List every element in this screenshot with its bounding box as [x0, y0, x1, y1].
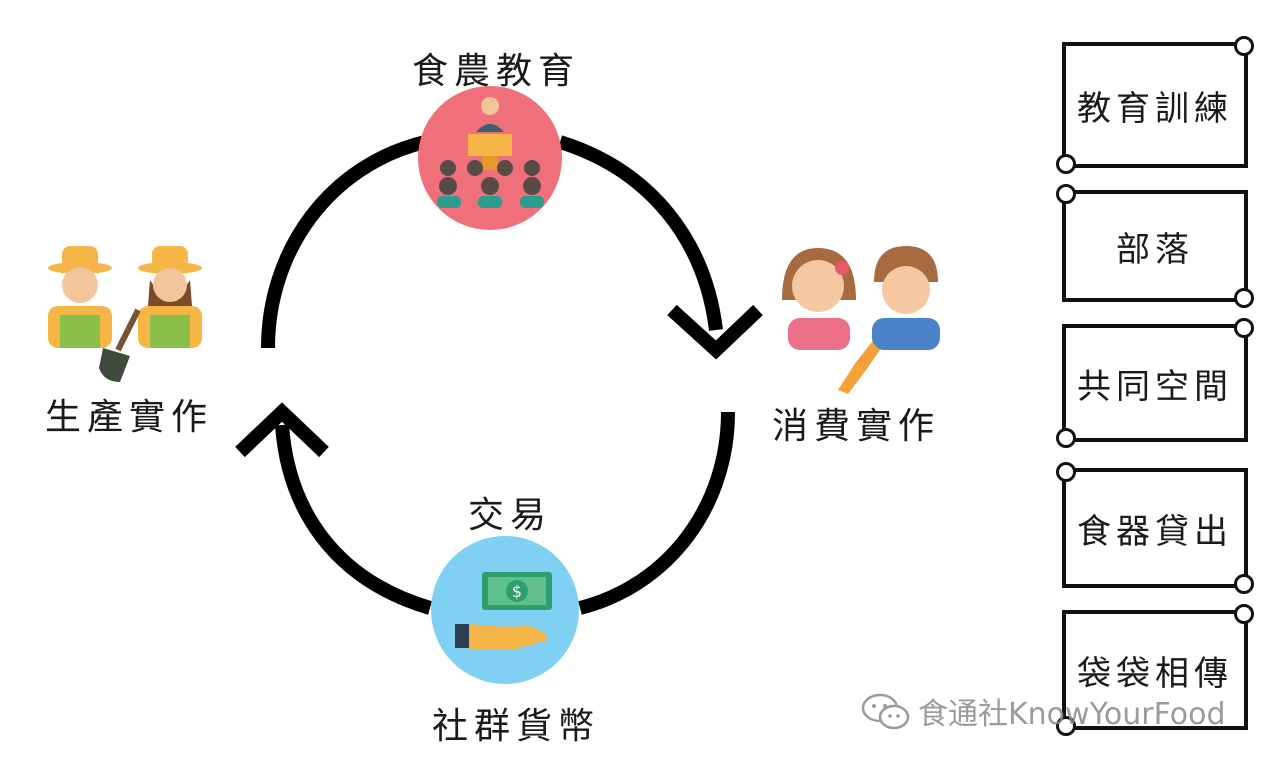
right-label: 消費實作: [772, 406, 941, 447]
side-box-label: 共同空間: [1077, 366, 1233, 407]
watermark: 食通社KnowYourFood: [860, 689, 1226, 733]
cycle-arrows: [235, 135, 763, 615]
ring-icon: [1056, 428, 1076, 448]
ring-icon: [1234, 574, 1254, 594]
side-box-2: 部落: [1056, 184, 1254, 308]
side-box-label: 食器貸出: [1077, 511, 1233, 552]
watermark-text: 食通社KnowYourFood: [918, 697, 1226, 732]
ring-icon: [1056, 716, 1076, 736]
arc-top-left: [261, 135, 427, 349]
arc-bottom-right: [578, 411, 735, 615]
side-box-label: 部落: [1116, 229, 1194, 270]
side-box-label: 教育訓練: [1077, 88, 1233, 129]
trade-label: 交易: [468, 495, 553, 536]
top-label: 食農教育: [412, 51, 581, 92]
money-hand-icon: $: [431, 536, 579, 684]
ring-icon: [1234, 604, 1254, 624]
teacher-lecture-icon: [418, 86, 562, 230]
side-box-3: 共同空間: [1056, 318, 1254, 448]
svg-text:$: $: [512, 582, 522, 601]
ring-icon: [1056, 184, 1076, 204]
wechat-icon: [861, 693, 910, 730]
side-box-5: 袋袋相傳: [1056, 604, 1254, 736]
side-box-1: 教育訓練: [1056, 36, 1254, 174]
farmers-icon: [48, 246, 202, 382]
consumers-icon: [782, 246, 940, 394]
arrowhead-left: [235, 402, 329, 458]
left-label: 生產實作: [45, 397, 214, 438]
arrowhead-right: [667, 304, 763, 360]
side-box-4: 食器貸出: [1056, 462, 1254, 594]
side-box-label: 袋袋相傳: [1077, 653, 1233, 694]
ring-icon: [1234, 318, 1254, 338]
arc-bottom-left: [275, 424, 432, 615]
ring-icon: [1234, 288, 1254, 308]
ring-icon: [1234, 36, 1254, 56]
arc-top-right: [557, 135, 723, 331]
ring-icon: [1056, 154, 1076, 174]
bottom-label: 社群貨幣: [432, 706, 601, 747]
ring-icon: [1056, 462, 1076, 482]
